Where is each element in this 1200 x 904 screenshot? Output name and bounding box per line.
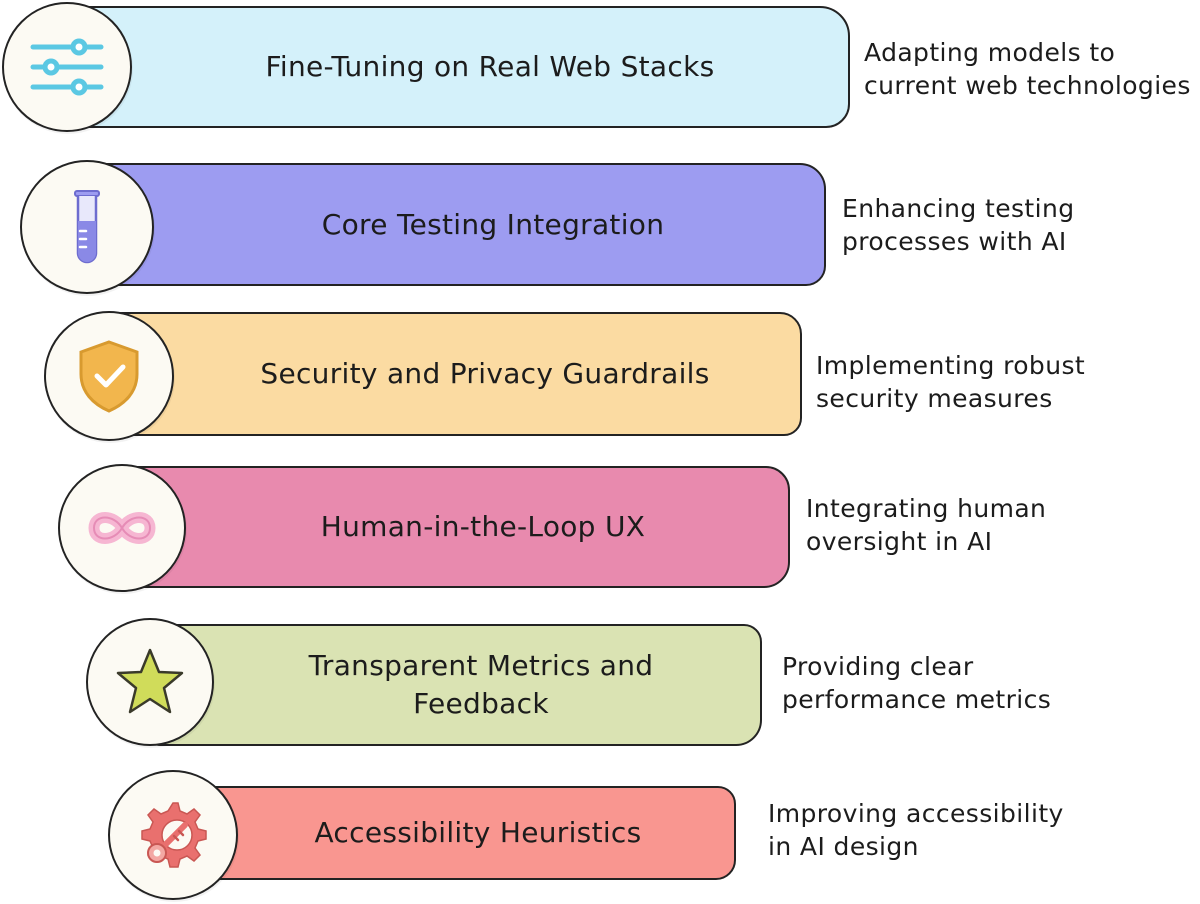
sliders-icon [30,38,104,96]
band-security: Security and Privacy Guardrails [108,312,802,436]
band-accessibility: Accessibility Heuristics [170,786,736,880]
desc-line: oversight in AI [806,527,993,556]
badge-test-tube [20,160,154,294]
badge-shield [44,311,174,441]
shield-check-icon [79,340,139,413]
desc-core-testing: Enhancing testing processes with AI [842,192,1074,258]
band-core-testing: Core Testing Integration [90,163,826,286]
band-metrics: Transparent Metrics and Feedback [150,624,762,746]
band-label-line: Feedback [413,687,549,720]
desc-line: performance metrics [782,685,1052,714]
desc-line: current web technologies [864,71,1191,100]
desc-line: Providing clear [782,652,974,681]
desc-human-loop: Integrating human oversight in AI [806,492,1046,558]
badge-star [86,618,214,746]
desc-line: Integrating human [806,494,1047,523]
desc-line: security measures [816,384,1053,413]
desc-fine-tuning: Adapting models to current web technolog… [864,36,1191,102]
band-label-line: Transparent Metrics and [308,649,654,682]
test-tube-icon [74,190,100,264]
desc-line: processes with AI [842,227,1067,256]
band-label: Human-in-the-Loop UX [320,510,646,543]
desc-security: Implementing robust security measures [816,349,1085,415]
badge-infinity [58,464,186,592]
band-label: Accessibility Heuristics [314,816,642,849]
band-fine-tuning: Fine-Tuning on Real Web Stacks [60,6,850,128]
desc-metrics: Providing clear performance metrics [782,650,1051,716]
desc-line: Adapting models to [864,38,1116,67]
desc-line: Improving accessibility [768,799,1064,828]
desc-accessibility: Improving accessibility in AI design [768,797,1064,863]
desc-line: Implementing robust [816,351,1086,380]
gear-key-icon [141,802,207,868]
band-label: Security and Privacy Guardrails [260,357,710,390]
band-label: Fine-Tuning on Real Web Stacks [265,50,715,83]
infinity-icon [88,512,156,544]
badge-gear-key [108,770,238,900]
band-label: Transparent Metrics and Feedback [309,647,654,723]
band-human-loop: Human-in-the-Loop UX [126,466,790,588]
desc-line: in AI design [768,832,919,861]
star-icon [116,648,184,714]
band-label: Core Testing Integration [321,207,665,241]
badge-sliders [2,2,132,132]
desc-line: Enhancing testing [842,194,1075,223]
